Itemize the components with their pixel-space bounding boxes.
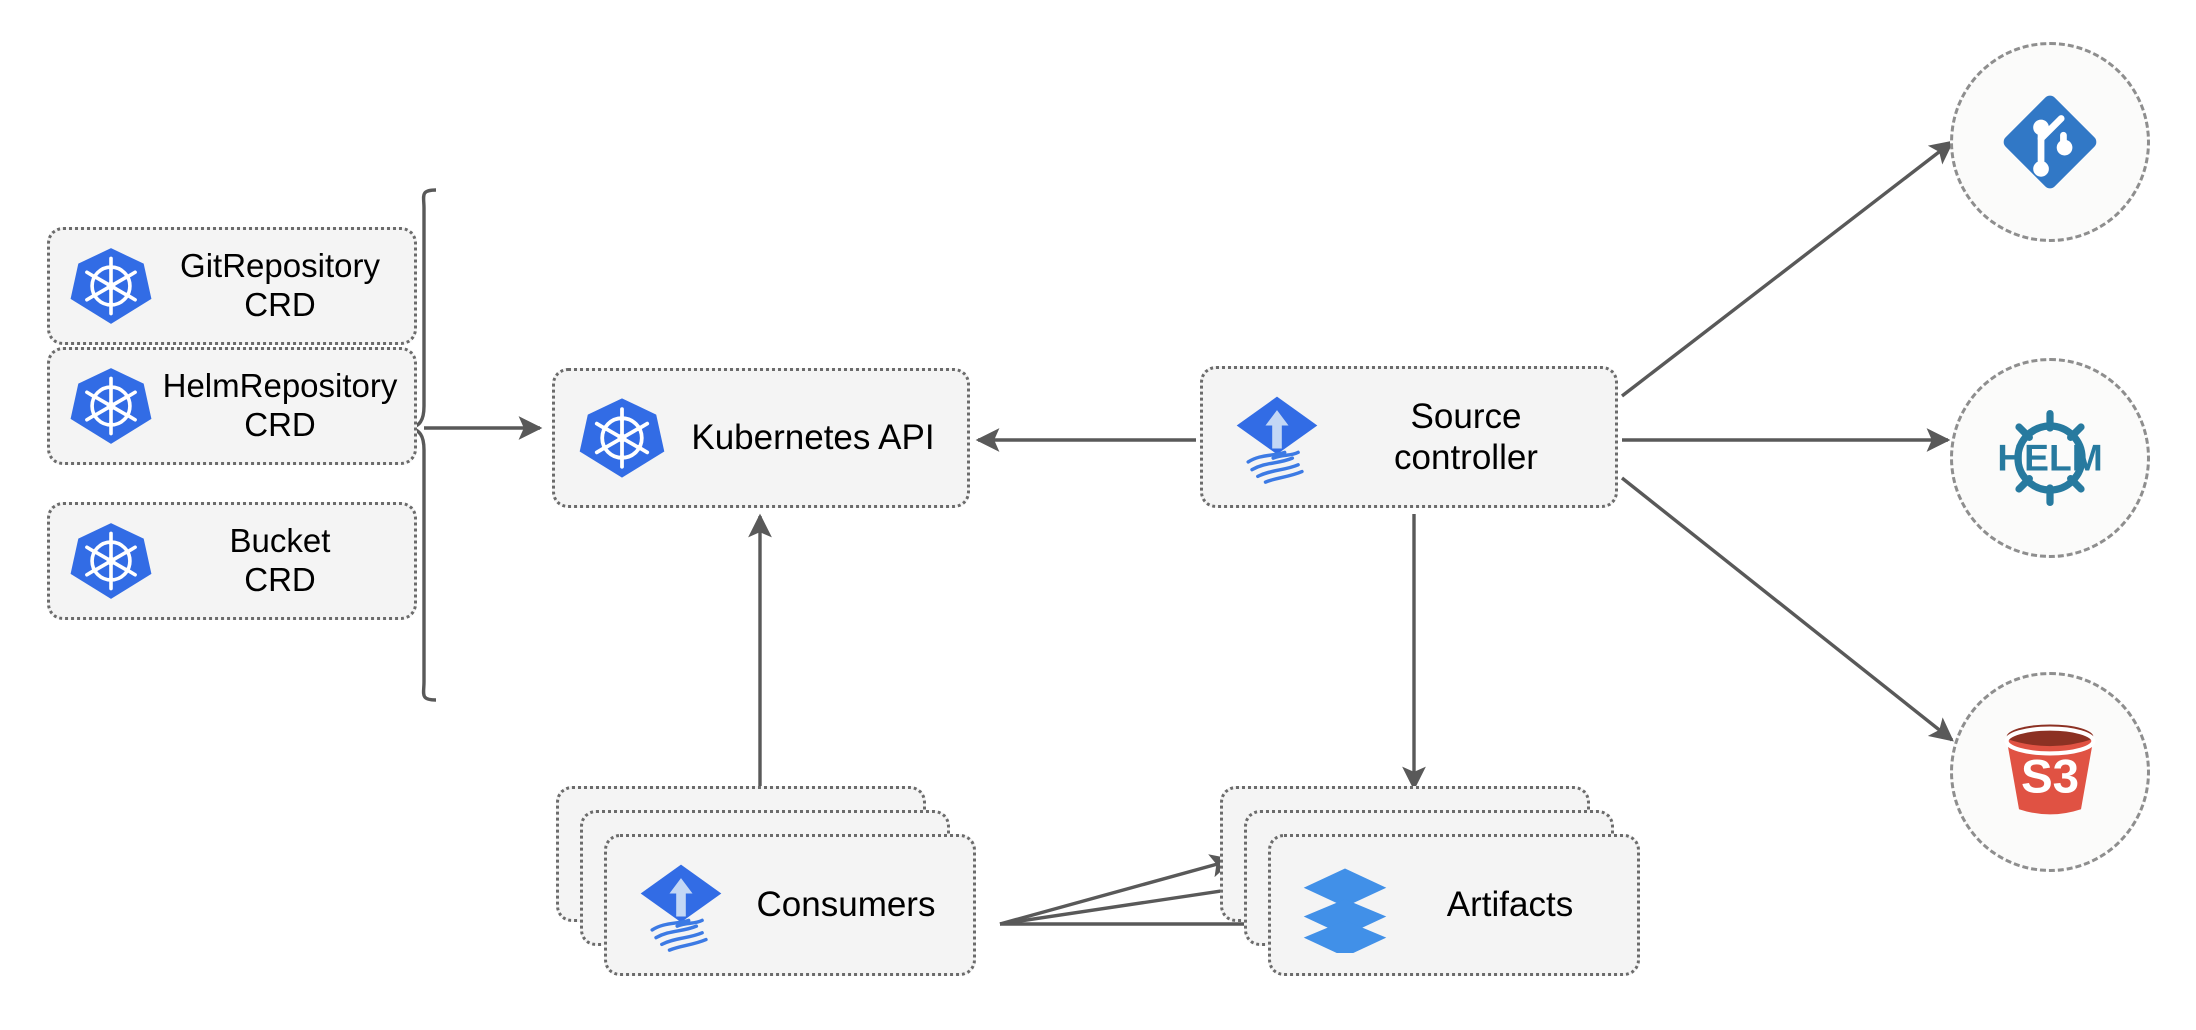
kubernetes-icon xyxy=(68,243,154,329)
flux-icon xyxy=(1229,389,1325,485)
kubernetes-icon xyxy=(577,393,667,483)
node-kubernetes-api[interactable]: Kubernetes API xyxy=(552,368,970,508)
crd-label: GitRepository CRD xyxy=(180,247,380,323)
crd-card-bucket[interactable]: Bucket CRD xyxy=(47,502,417,620)
crd-label: HelmRepository CRD xyxy=(162,367,398,443)
kubernetes-icon xyxy=(68,363,154,449)
node-artifacts[interactable]: Artifacts xyxy=(1220,786,1640,996)
s3-bucket-icon: S3 xyxy=(1986,708,2114,836)
helm-icon: HELM xyxy=(1986,394,2114,522)
artifacts-card-front[interactable]: Artifacts xyxy=(1268,834,1640,976)
external-helm[interactable]: HELM xyxy=(1950,358,2150,558)
node-label: Source controller xyxy=(1394,396,1538,477)
edge-source-controller-to-s3 xyxy=(1620,476,1954,742)
external-git[interactable] xyxy=(1950,42,2150,242)
edge-consumers-to-artifacts-1 xyxy=(999,854,1235,926)
s3-label: S3 xyxy=(2021,751,2079,804)
crd-card-gitrepository[interactable]: GitRepository CRD xyxy=(47,227,417,345)
crd-card-helmrepository[interactable]: HelmRepository CRD xyxy=(47,347,417,465)
crd-label: Bucket CRD xyxy=(229,522,331,598)
node-label: Artifacts xyxy=(1446,885,1574,924)
node-label: Kubernetes API xyxy=(691,418,935,458)
external-s3[interactable]: S3 xyxy=(1950,672,2150,872)
helm-label: HELM xyxy=(1997,436,2102,478)
node-consumers[interactable]: Consumers xyxy=(556,786,976,996)
layers-icon xyxy=(1297,857,1393,953)
consumers-card-front[interactable]: Consumers xyxy=(604,834,976,976)
node-source-controller[interactable]: Source controller xyxy=(1200,366,1618,508)
flux-icon xyxy=(633,857,729,953)
node-label: Consumers xyxy=(756,885,936,924)
edge-source-controller-to-git xyxy=(1620,140,1954,398)
git-icon xyxy=(1986,78,2114,206)
kubernetes-icon xyxy=(68,518,154,604)
